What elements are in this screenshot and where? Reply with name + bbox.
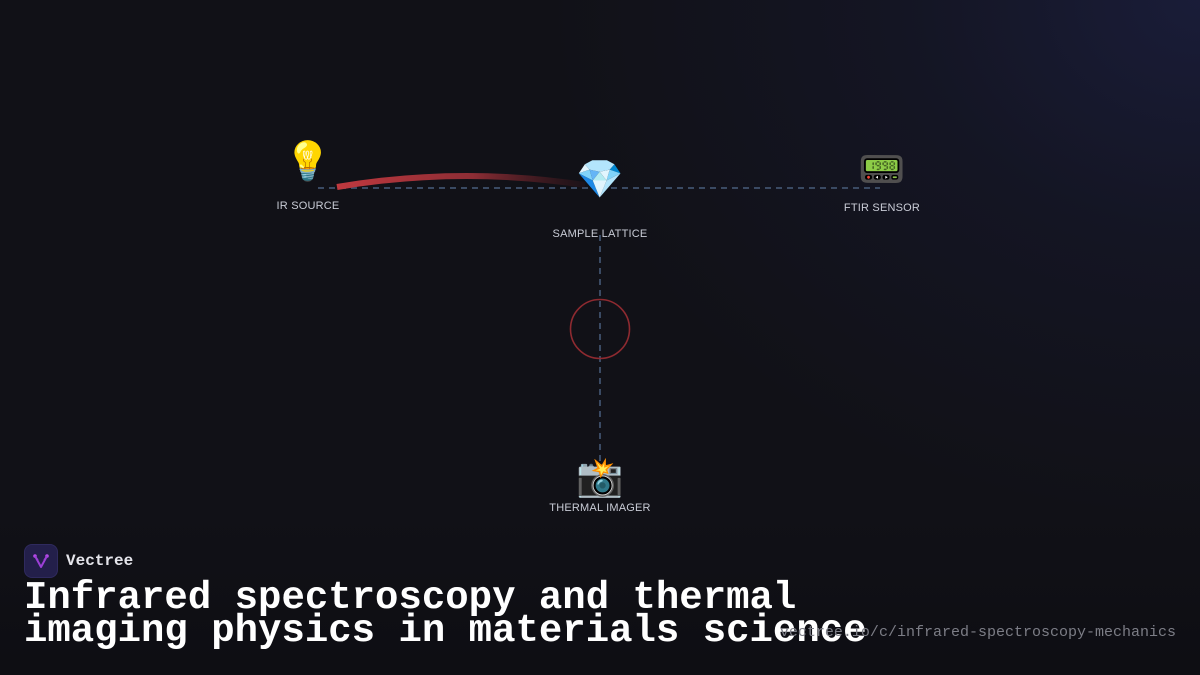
absorption-ring bbox=[569, 298, 631, 360]
camera-flash-icon: 📸 bbox=[576, 457, 624, 499]
vectree-logo-icon bbox=[24, 544, 58, 578]
light-bulb-icon: 💡 bbox=[284, 141, 332, 183]
title-line-1: Infrared spectroscopy and thermal bbox=[24, 576, 797, 620]
page-title: Infrared spectroscopy and thermal imagin… bbox=[24, 579, 867, 651]
node-label: THERMAL IMAGER bbox=[549, 502, 651, 514]
background-fade bbox=[0, 515, 1200, 675]
node-label: IR SOURCE bbox=[276, 200, 340, 212]
pager-icon: 📟 bbox=[858, 149, 906, 191]
page-url: vectree.io/c/infrared-spectroscopy-mecha… bbox=[779, 624, 1176, 641]
gem-icon: 💎 bbox=[576, 159, 624, 201]
node-ftir-sensor[interactable]: 📟 FTIR SENSOR bbox=[844, 148, 920, 214]
node-label: FTIR SENSOR bbox=[843, 202, 921, 214]
brand: Vectree bbox=[24, 544, 133, 578]
brand-name: Vectree bbox=[66, 552, 134, 570]
node-sample-lattice[interactable]: 💎 SAMPLE LATTICE bbox=[553, 158, 648, 240]
node-label: SAMPLE LATTICE bbox=[552, 228, 648, 240]
node-thermal-imager[interactable]: 📸 THERMAL IMAGER bbox=[549, 456, 650, 514]
node-ir-source[interactable]: 💡 IR SOURCE bbox=[277, 140, 340, 212]
ir-beam bbox=[336, 173, 586, 190]
title-line-2: imaging physics in materials science bbox=[24, 609, 867, 653]
